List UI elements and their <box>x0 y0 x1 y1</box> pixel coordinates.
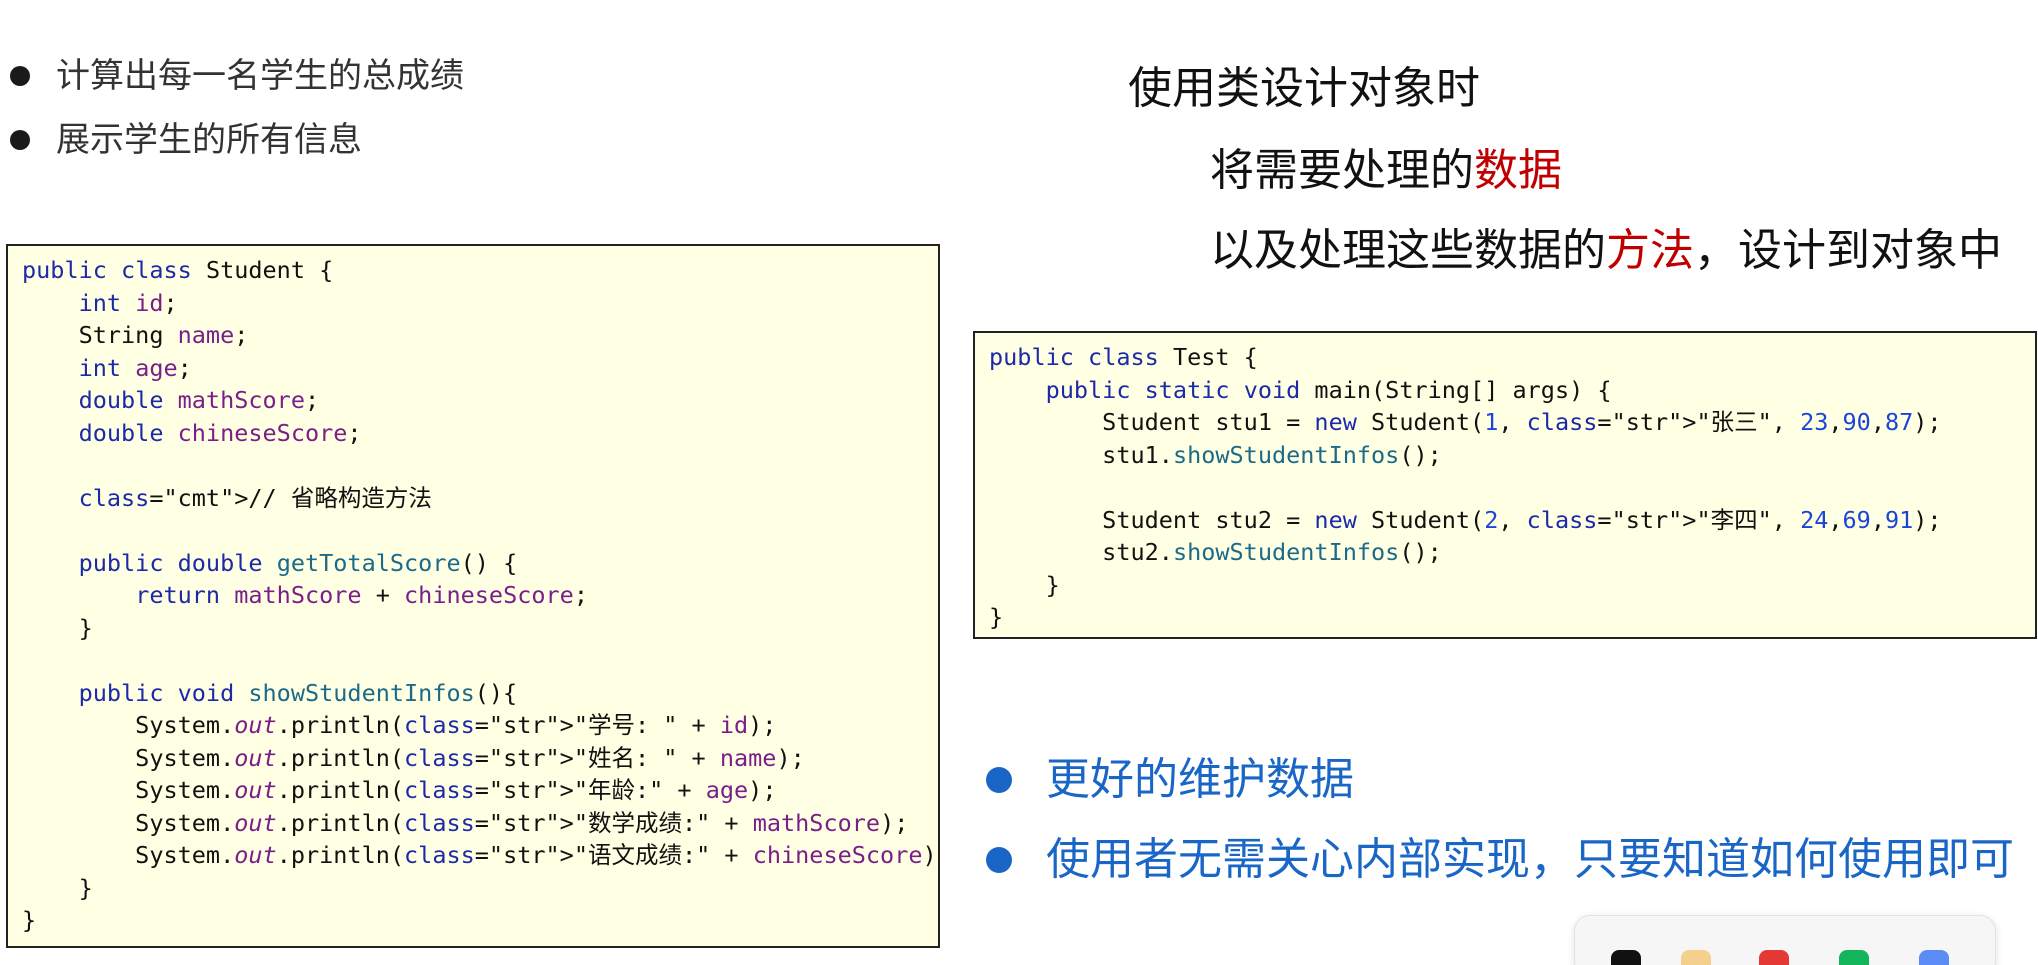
code-line: } <box>22 906 37 934</box>
heading-line-1-prefix: 将需要处理的 <box>1210 145 1474 196</box>
bullet-dot <box>986 767 1012 793</box>
left-bullet-text: 计算出每一名学生的总成绩 <box>56 56 464 96</box>
left-bullet-item: 计算出每一名学生的总成绩 <box>10 44 464 108</box>
code-line: } <box>989 570 1060 599</box>
code-line: double chineseScore; <box>78 418 362 447</box>
code-line: double mathScore; <box>78 386 320 414</box>
heading-line-2-prefix: 以及处理这些数据的 <box>1210 225 1606 276</box>
code-line <box>22 514 924 547</box>
code-line: return mathScore + chineseScore; <box>135 581 588 609</box>
right-bullet-text: 使用者无需关心内部实现，只要知道如何使用即可 <box>1046 834 2014 885</box>
code-line: System.out.println(class="str">"数学成绩:" +… <box>22 808 909 837</box>
red-app-icon[interactable] <box>1759 950 1789 965</box>
bullet-dot <box>10 66 30 86</box>
right-bullet-item: 使用者无需关心内部实现，只要知道如何使用即可 <box>986 820 2014 900</box>
code-line: public static void main(String[] args) { <box>1045 375 1612 404</box>
code-line: int id; <box>78 288 178 317</box>
heading-line-2: 以及处理这些数据的方法，设计到对象中 <box>1210 214 2002 278</box>
code-line: System.out.println(class="str">"语文成绩:" +… <box>22 841 938 869</box>
code-line <box>989 471 2021 504</box>
code-line: public class Student { <box>22 256 334 284</box>
left-bullet-list: 计算出每一名学生的总成绩 展示学生的所有信息 <box>10 44 464 172</box>
code-line: String name; <box>22 321 249 349</box>
left-bullet-text: 展示学生的所有信息 <box>56 120 362 160</box>
bullet-dot <box>986 847 1012 873</box>
code-line: System.out.println(class="str">"学号: " + … <box>22 711 777 739</box>
green-app-icon[interactable] <box>1839 950 1869 965</box>
code-line: } <box>22 873 93 902</box>
right-bullet-item: 更好的维护数据 <box>986 740 2014 820</box>
heading-line-1: 将需要处理的数据 <box>1210 134 1562 198</box>
taskbar-dock <box>1574 915 1996 965</box>
code-line: System.out.println(class="str">"姓名: " + … <box>22 743 805 772</box>
cat-icon[interactable] <box>1681 950 1711 965</box>
student-class-code: public class Student { int id; String na… <box>6 244 940 948</box>
heading-line-2-accent: 方法 <box>1606 225 1694 276</box>
code-line: public void showStudentInfos(){ <box>78 678 518 707</box>
page-title: 使用类设计对象时 <box>1128 63 1480 114</box>
bullet-dot <box>10 130 30 150</box>
right-bullet-text: 更好的维护数据 <box>1046 754 1354 805</box>
code-line: public double getTotalScore() { <box>78 548 518 577</box>
code-line: System.out.println(class="str">"年龄:" + a… <box>22 776 777 804</box>
test-class-code: public class Test { public static void m… <box>973 331 2037 639</box>
left-bullet-item: 展示学生的所有信息 <box>10 108 464 172</box>
code-line: public class Test { <box>989 343 1258 371</box>
code-line <box>22 449 924 482</box>
code-line: } <box>22 613 93 642</box>
blue-app-icon[interactable] <box>1919 950 1949 965</box>
code-line: class="cmt">// 省略构造方法 <box>78 483 432 512</box>
code-line: int age; <box>78 353 192 382</box>
code-line <box>22 644 924 677</box>
code-line: stu2.showStudentInfos(); <box>989 538 1442 566</box>
code-line: stu1.showStudentInfos(); <box>989 440 1442 469</box>
code-line: Student stu2 = new Student(2, class="str… <box>989 505 1942 534</box>
right-bullet-list: 更好的维护数据 使用者无需关心内部实现，只要知道如何使用即可 <box>986 740 2014 900</box>
heading-line-1-accent: 数据 <box>1474 145 1562 196</box>
code-line: Student stu1 = new Student(1, class="str… <box>989 408 1942 436</box>
tiktok-icon[interactable] <box>1611 950 1641 965</box>
code-line: } <box>989 603 1004 631</box>
heading-line-2-suffix: ，设计到对象中 <box>1694 225 2002 276</box>
